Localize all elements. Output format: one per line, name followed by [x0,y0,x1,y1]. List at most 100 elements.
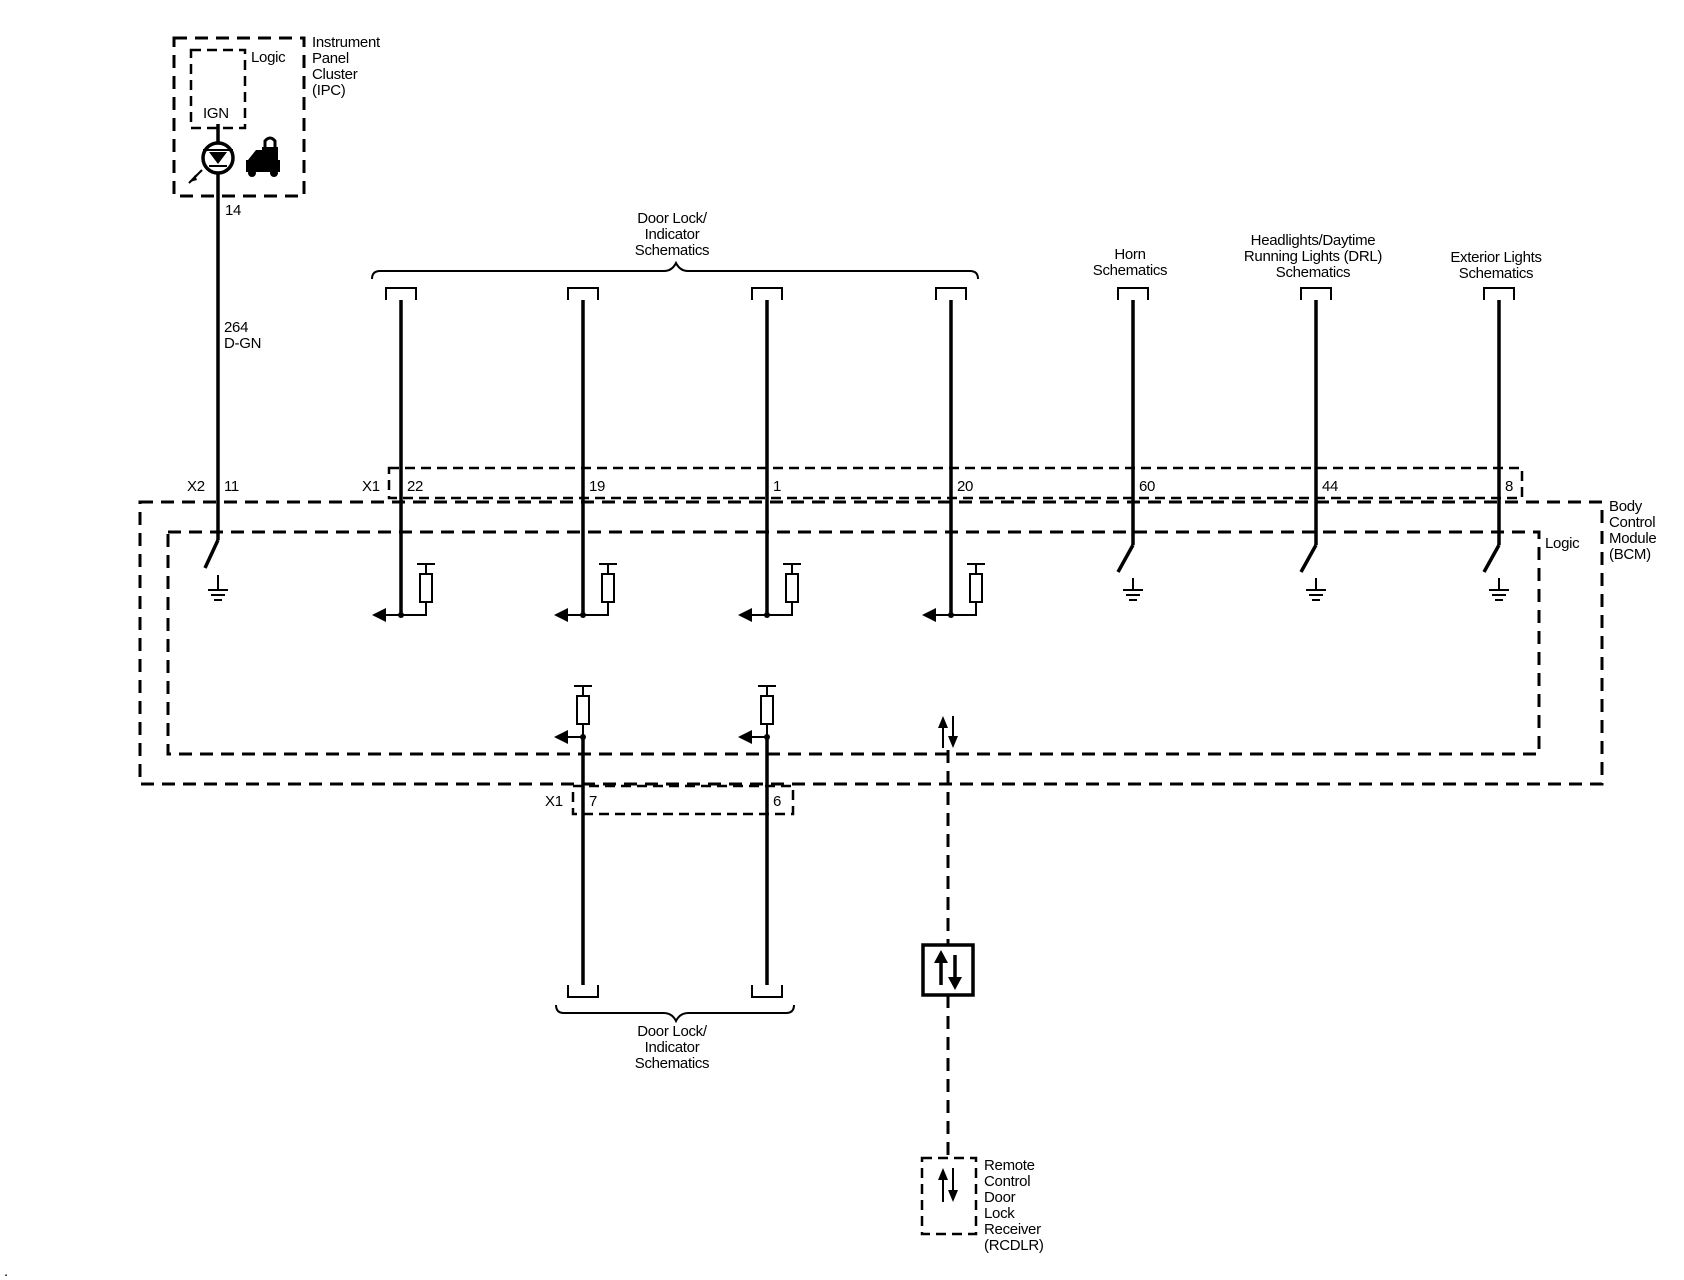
connector-x2-label: X2 [187,478,205,495]
bcm-boundary [138,500,1604,786]
arrow-left-icon [554,608,568,622]
bcm-logic-label: Logic [1545,535,1580,552]
door-lock-top-brace [371,260,979,280]
x1-bottom-connector [571,784,795,816]
arrow-left-icon [554,730,568,744]
bcm-name-line-3: Module [1609,530,1656,547]
x1-top-connector [387,466,1524,500]
door-lock-bottom-reference: Door Lock/ Indicator Schematics [635,1023,710,1072]
pin-6: 6 [773,793,781,810]
bidirectional-arrow-icon [938,1168,958,1202]
ipc-name-line-1: Instrument [312,34,381,51]
pullup-resistor [372,563,435,622]
headlights-reference: Headlights/Daytime Running Lights (DRL) … [1244,232,1383,281]
door-lock-bottom-line-1: Door Lock/ [637,1023,708,1040]
connector-x1-top-label: X1 [362,478,380,495]
pin-1: 1 [773,478,781,495]
rcdlr-name-line-6: (RCDLR) [984,1237,1044,1254]
arrow-left-icon [738,608,752,622]
bcm-module: Logic Body Control Module (BCM) [138,466,1657,816]
connector-terminal [385,287,417,300]
wire-264-color: D-GN [224,335,261,352]
top-connector-symbols [385,287,1515,300]
switch-to-ground [1299,544,1326,601]
door-lock-bottom-line-2: Indicator [645,1039,700,1056]
bcm-logic-boundary [166,530,1541,756]
headlights-line-1: Headlights/Daytime [1251,232,1376,249]
pullup-inputs-bottom [554,685,776,744]
pullup-resistor [738,563,801,622]
headlights-line-3: Schematics [1276,264,1351,281]
arrow-left-icon [922,608,936,622]
connector-terminal [751,287,783,300]
pullup-resistor [554,685,592,744]
pin-labels: X2 11 X1 22 19 1 20 60 44 8 X1 7 6 [187,478,1513,810]
headlights-line-2: Running Lights (DRL) [1244,248,1383,265]
door-lock-top-line-2: Indicator [645,226,700,243]
door-lock-bottom-brace [555,1004,795,1024]
pullup-inputs-top [372,563,985,622]
rcdlr-name-line-1: Remote [984,1157,1035,1174]
pin-8: 8 [1505,478,1513,495]
switch-to-ground [203,539,228,601]
pullup-resistor [738,685,776,744]
ipc-logic-boundary [189,48,247,130]
horn-line-2: Schematics [1093,262,1168,279]
ipc-logic-label: Logic [251,49,286,66]
exterior-line-2: Schematics [1459,265,1534,282]
connector-terminal [1117,287,1149,300]
horn-reference: Horn Schematics [1093,246,1168,279]
switch-to-ground [1482,544,1509,601]
rcdlr-name-line-5: Receiver [984,1221,1041,1238]
rcdlr-name-line-2: Control [984,1173,1030,1190]
pin-44: 44 [1322,478,1338,495]
door-lock-top-reference: Door Lock/ Indicator Schematics [371,210,979,280]
pin-60: 60 [1139,478,1155,495]
wire-264-circuit: 264 [224,319,248,336]
serial-data-box-icon [921,943,975,997]
pullup-resistor [922,563,985,622]
ipc-name-line-2: Panel [312,50,349,67]
rcdlr-boundary [920,1156,978,1236]
rcdlr-module: Remote Control Door Lock Receiver (RCDLR… [920,1156,1044,1254]
exterior-lights-reference: Exterior Lights Schematics [1450,249,1542,282]
led-indicator-icon [188,124,235,184]
rcdlr-name-line-3: Door [984,1189,1016,1206]
top-wires [399,300,1501,615]
ipc-module: Logic IGN Instrument Panel Cluster (IPC)… [172,34,381,219]
arrow-left-icon [372,608,386,622]
ipc-pin-14: 14 [225,202,241,219]
pin-22: 22 [407,478,423,495]
bcm-name-line-2: Control [1609,514,1655,531]
pullup-resistor [554,563,617,622]
ipc-name-line-3: Cluster [312,66,358,83]
pin-20: 20 [957,478,973,495]
switch-to-ground [1116,544,1143,601]
connector-terminal [567,287,599,300]
ipc-name-line-4: (IPC) [312,82,346,99]
pin-19: 19 [589,478,605,495]
horn-line-1: Horn [1114,246,1145,263]
bidirectional-arrow-icon [938,716,958,748]
connector-terminal [935,287,967,300]
exterior-line-1: Exterior Lights [1450,249,1541,266]
rcdlr-name-line-4: Lock [984,1205,1015,1222]
connector-terminal [1483,287,1515,300]
serial-data-link [921,716,975,1158]
door-lock-indicator-icon [246,136,280,177]
bcm-name-line-1: Body [1609,498,1643,515]
connector-terminal [567,985,599,998]
connector-terminal [751,985,783,998]
connector-terminal [1300,287,1332,300]
door-lock-top-line-1: Door Lock/ [637,210,708,227]
bcm-name-line-4: (BCM) [1609,546,1651,563]
ground-switches [203,539,1509,601]
door-lock-bottom-line-3: Schematics [635,1055,710,1072]
pin-x2-11: 11 [224,478,239,495]
ipc-boundary [172,36,306,198]
pin-7: 7 [589,793,597,810]
connector-x1-bottom-label: X1 [545,793,563,810]
arrow-left-icon [738,730,752,744]
footnote-mark: . [4,1263,8,1280]
